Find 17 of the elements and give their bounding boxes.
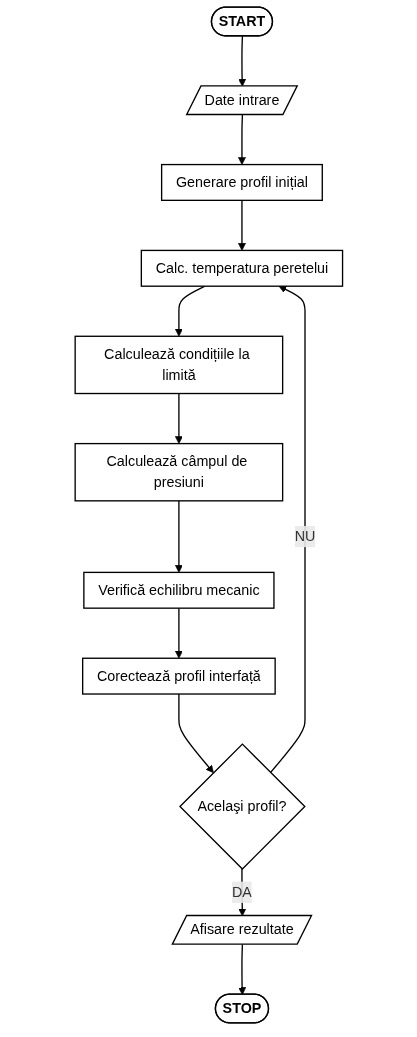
node-box: Generare profil inițial xyxy=(160,163,323,201)
edge-label: DA xyxy=(231,884,252,900)
node-box: Corectează profil interfață xyxy=(81,657,276,695)
arrow xyxy=(269,285,306,774)
arrow xyxy=(237,199,246,251)
node-diamond: Acelaşi profil? xyxy=(178,743,306,870)
node-box: Calc. temperatura peretelui xyxy=(140,249,343,287)
arrow xyxy=(174,285,206,337)
node-box: Calculează câmpul de presiuni xyxy=(74,442,283,502)
arrow xyxy=(177,693,214,773)
arrow xyxy=(237,114,246,165)
arrow xyxy=(174,392,183,444)
edge-label: NU xyxy=(294,528,315,544)
arrow xyxy=(174,607,183,659)
node-box: Verifică echilibru mecanic xyxy=(82,571,275,609)
node-box: Calculează condițiile la limită xyxy=(74,335,283,395)
arrow xyxy=(174,500,183,573)
